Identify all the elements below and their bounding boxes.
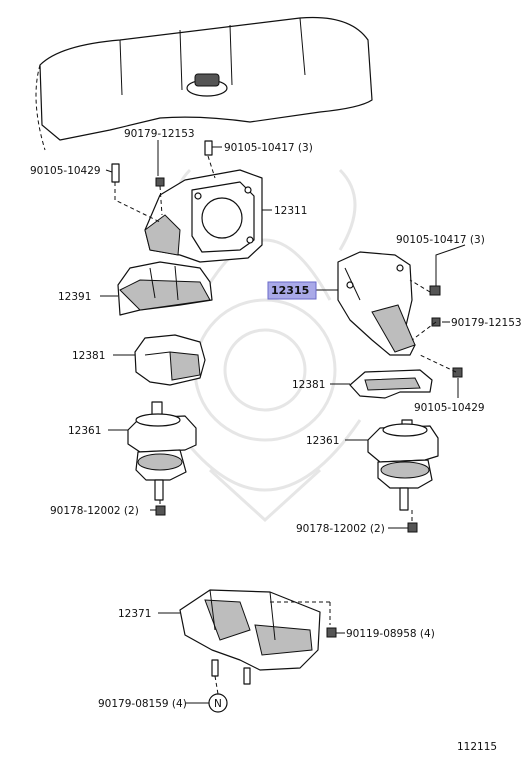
highlight-12315: [267, 281, 317, 300]
n-marker-label: N: [214, 698, 222, 710]
nut-icon: [155, 177, 165, 187]
nut-icon: [452, 367, 463, 378]
part-12391-insulator: [117, 261, 213, 316]
watermark-emblem: [168, 168, 362, 523]
callout-90179-08159: 90179-08159 (4): [98, 698, 187, 710]
callout-90179-12153-top: 90179-12153: [124, 128, 195, 140]
callout-90105-10417-right: 90105-10417 (3): [396, 234, 485, 246]
callout-90179-12153-right: 90179-12153: [451, 317, 522, 329]
callout-12361-right: 12361: [306, 435, 339, 447]
callout-90105-10429-right: 90105-10429: [414, 402, 485, 414]
part-12381-right: [349, 369, 433, 399]
part-12311-bracket: [144, 169, 263, 263]
callout-12371: 12371: [118, 608, 151, 620]
part-12381-left: [134, 334, 206, 386]
callout-12361-left: 12361: [68, 425, 101, 437]
callout-12381-right: 12381: [292, 379, 325, 391]
callout-90105-10417-top: 90105-10417 (3): [224, 142, 313, 154]
diagram-number: 112115: [457, 741, 497, 753]
callout-90178-12002-left: 90178-12002 (2): [50, 505, 139, 517]
nut-icon: [429, 285, 441, 296]
callout-90105-10429-left: 90105-10429: [30, 165, 101, 177]
callout-12391: 12391: [58, 291, 91, 303]
leader-lines: [100, 140, 466, 704]
callout-90119-08958: 90119-08958 (4): [346, 628, 435, 640]
install-lines: [114, 155, 457, 695]
callout-labels: 90179-12153 90105-10417 (3) 90105-10429 …: [30, 128, 522, 753]
bolt-icon: [326, 627, 337, 638]
part-12371-crossmember: [179, 589, 321, 685]
bolt-icon: [204, 140, 213, 156]
part-12361-left-mount: [127, 401, 197, 516]
part-12361-right-mount: [367, 419, 439, 533]
part-12315-bracket: [337, 251, 416, 356]
bolt-icon: [111, 163, 120, 183]
callout-12381-left: 12381: [72, 350, 105, 362]
callout-12315: 12315: [271, 284, 309, 297]
engine-block: [35, 16, 373, 151]
callout-90178-12002-right: 90178-12002 (2): [296, 523, 385, 535]
callout-12311: 12311: [274, 205, 307, 217]
